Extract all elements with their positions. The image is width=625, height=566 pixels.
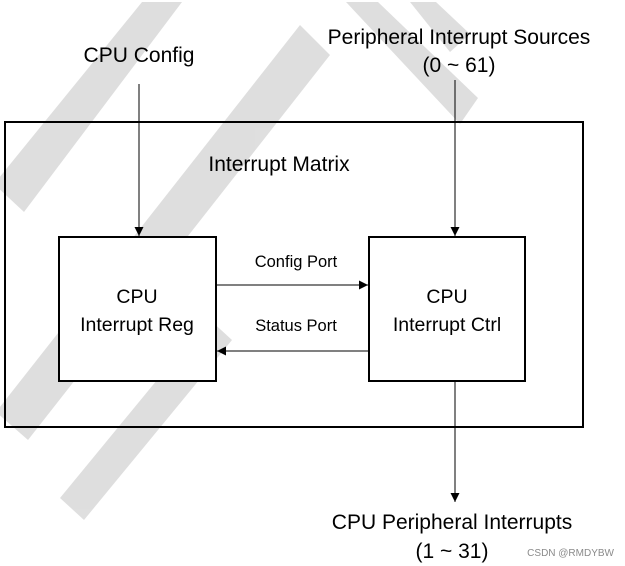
- peripheral-sources-label-line1: Peripheral Interrupt Sources: [328, 26, 591, 49]
- status-port-label: Status Port: [255, 317, 337, 335]
- config-port-label: Config Port: [255, 253, 338, 271]
- cpu-interrupt-reg-box: [58, 236, 217, 382]
- watermark-stroke-m1: [346, 2, 478, 124]
- interrupt-matrix-box: [4, 121, 584, 428]
- peripheral-sources-label-line2: (0 ~ 61): [423, 54, 496, 77]
- watermark-text: CSDN @RMDYBW: [527, 548, 614, 559]
- cpu-peripheral-interrupts-label-line2: (1 ~ 31): [416, 540, 489, 563]
- cpu-peripheral-interrupts-label-line1: CPU Peripheral Interrupts: [332, 511, 572, 534]
- watermark-stroke-m2: [410, 2, 470, 52]
- watermark-stroke-e: [0, 2, 182, 212]
- cpu-interrupt-ctrl-box: [368, 236, 526, 382]
- cpu-interrupt-ctrl-label-line2: Interrupt Ctrl: [393, 314, 501, 336]
- cpu-interrupt-reg-label-line1: CPU: [116, 286, 157, 308]
- cpu-interrupt-ctrl-label-line1: CPU: [426, 286, 467, 308]
- interrupt-matrix-label: Interrupt Matrix: [208, 153, 350, 176]
- cpu-config-label: CPU Config: [84, 44, 195, 67]
- cpu-interrupt-reg-label-line2: Interrupt Reg: [80, 314, 194, 336]
